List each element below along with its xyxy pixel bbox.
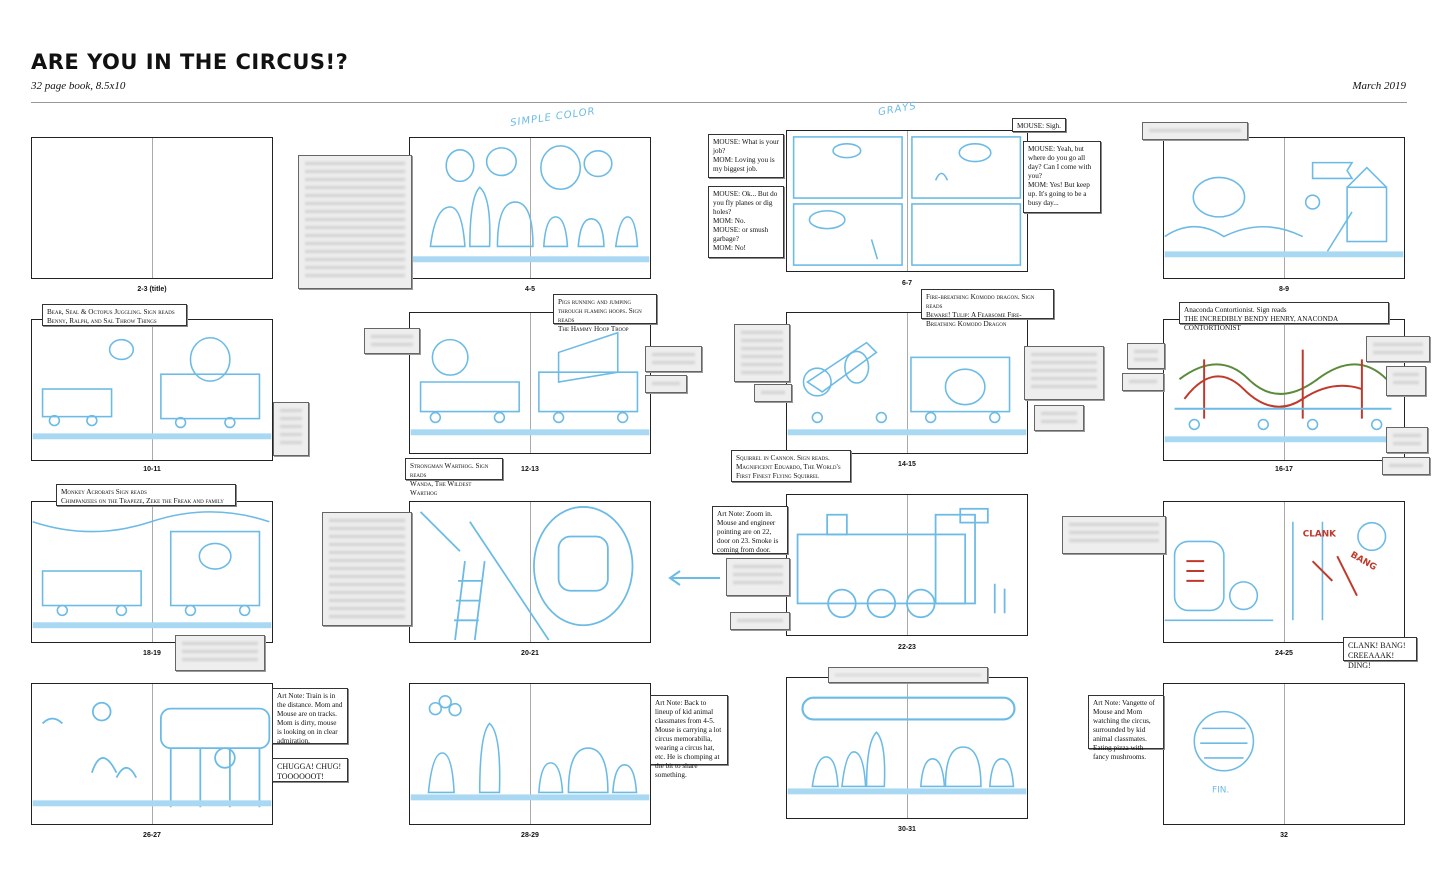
sketch bbox=[32, 336, 272, 440]
page-label: 30-31 bbox=[898, 826, 916, 833]
sketch bbox=[787, 341, 1027, 436]
sketch bbox=[410, 331, 650, 436]
note-train-distance: Art Note: Train is in the distance. Mom … bbox=[272, 688, 348, 745]
page-label: 2-3 (title) bbox=[137, 286, 167, 293]
spread-4-5 bbox=[409, 137, 651, 279]
redacted-note bbox=[273, 402, 309, 456]
note-monkey: Monkey Acrobats Sign reads Chimpanzees o… bbox=[56, 484, 236, 506]
page-label: 8-9 bbox=[1278, 286, 1290, 293]
page-label: 4-5 bbox=[524, 286, 536, 293]
redacted-note bbox=[1127, 343, 1165, 369]
spread-32: FIN. bbox=[1163, 683, 1405, 825]
redacted-note bbox=[298, 155, 412, 289]
redacted-note bbox=[730, 612, 790, 630]
sketch bbox=[1164, 161, 1404, 258]
note-chugga: CHUGGA! CHUG! TOOOOOOT! bbox=[272, 758, 348, 782]
note-mouse-yeah: MOUSE: Yeah, but where do you go all day… bbox=[1023, 141, 1101, 213]
page-label: 22-23 bbox=[898, 644, 916, 651]
sketch bbox=[419, 506, 634, 641]
note-mouse-planes: MOUSE: Ok... But do you fly planes or di… bbox=[708, 186, 784, 258]
spread-20-21 bbox=[409, 501, 651, 643]
redacted-note bbox=[645, 375, 687, 393]
svg-text:CLANK: CLANK bbox=[1303, 530, 1337, 540]
note-anaconda: Anaconda Contortionist. Sign reads THE I… bbox=[1179, 302, 1389, 332]
book-format: 32 page book, 8.5x10 bbox=[31, 80, 126, 92]
spread-8-9 bbox=[1163, 137, 1405, 279]
spread-2-3 bbox=[31, 137, 273, 279]
spread-24-25: CLANK BANG bbox=[1163, 501, 1405, 643]
page-label: 14-15 bbox=[898, 461, 916, 468]
note-mouse-job: MOUSE: What is your job? MOM: Loving you… bbox=[708, 134, 784, 178]
note-lineup: Art Note: Back to lineup of kid animal c… bbox=[650, 695, 728, 779]
svg-text:BANG: BANG bbox=[1349, 550, 1379, 573]
handwritten-simple-color: SIMPLE COLOR bbox=[509, 106, 597, 129]
redacted-note bbox=[645, 346, 702, 372]
page-label: 32 bbox=[1280, 832, 1288, 839]
redacted-note bbox=[1386, 427, 1428, 453]
page-label: 20-21 bbox=[521, 650, 539, 657]
note-juggling: Bear, Seal & Octopus Juggling. Sign read… bbox=[42, 304, 187, 326]
note-squirrel: Squirrel in Cannon. Sign reads. Magnific… bbox=[731, 450, 851, 482]
note-zoom: Art Note: Zoom in. Mouse and engineer po… bbox=[712, 506, 788, 554]
redacted-note bbox=[1382, 457, 1430, 475]
sketch bbox=[32, 511, 272, 629]
sketch bbox=[32, 701, 272, 808]
spread-16-17 bbox=[1163, 319, 1405, 461]
page-label: 24-25 bbox=[1275, 650, 1293, 657]
page-title: ARE YOU IN THE CIRCUS!? bbox=[31, 50, 349, 74]
spread-12-13 bbox=[409, 312, 651, 454]
spread-6-7 bbox=[786, 130, 1028, 272]
spread-26-27 bbox=[31, 683, 273, 825]
spread-30-31 bbox=[786, 677, 1028, 819]
redacted-note bbox=[1386, 366, 1426, 396]
redacted-note bbox=[1034, 405, 1084, 431]
sketch bbox=[410, 145, 650, 263]
redacted-note bbox=[1024, 346, 1104, 400]
date: March 2019 bbox=[1352, 80, 1406, 92]
redacted-note bbox=[322, 512, 412, 626]
page-label: 6-7 bbox=[901, 280, 913, 287]
sketch bbox=[410, 695, 650, 801]
spread-28-29 bbox=[409, 683, 651, 825]
redacted-note bbox=[364, 328, 420, 354]
redacted-note bbox=[754, 384, 792, 402]
page-label: 10-11 bbox=[143, 466, 161, 473]
page-label: 26-27 bbox=[143, 832, 161, 839]
redacted-note bbox=[1122, 373, 1164, 391]
note-pigs: Pigs running and jumping through flaming… bbox=[553, 294, 657, 333]
spread-14-15 bbox=[786, 312, 1028, 454]
redacted-note bbox=[175, 635, 265, 671]
sketch bbox=[792, 136, 1022, 266]
svg-text:FIN.: FIN. bbox=[1212, 785, 1229, 795]
spread-22-23 bbox=[786, 494, 1028, 636]
spread-18-19 bbox=[31, 501, 273, 643]
redacted-note bbox=[828, 667, 988, 683]
note-clank: CLANK! BANG! CREEAAAK! DING! bbox=[1343, 637, 1417, 670]
sketch: CLANK BANG bbox=[1164, 521, 1387, 622]
note-mouse-sigh: MOUSE: Sigh. bbox=[1012, 118, 1066, 132]
spread-10-11 bbox=[31, 319, 273, 461]
redacted-note bbox=[734, 324, 790, 382]
sketch bbox=[796, 507, 1006, 619]
redacted-note bbox=[1366, 336, 1430, 362]
handwritten-grays: GRAYS bbox=[877, 100, 918, 119]
arrow-icon bbox=[668, 570, 720, 586]
sketch bbox=[787, 696, 1027, 795]
sketch: FIN. bbox=[1193, 710, 1255, 795]
page-label: 28-29 bbox=[521, 832, 539, 839]
redacted-note bbox=[1062, 516, 1166, 554]
page-label: 12-13 bbox=[521, 466, 539, 473]
note-strongman: Strongman Warthog. Sign reads Wanda, The… bbox=[405, 458, 503, 497]
sketch bbox=[1164, 349, 1404, 443]
page-label: 18-19 bbox=[143, 650, 161, 657]
header-rule bbox=[31, 102, 1407, 103]
redacted-note bbox=[1142, 122, 1248, 140]
page-label: 16-17 bbox=[1275, 466, 1293, 473]
note-komodo: Fire-breathing Komodo dragon. Sign reads… bbox=[921, 289, 1054, 328]
redacted-note bbox=[726, 558, 790, 596]
note-vignette: Art Note: Vangette of Mouse and Mom watc… bbox=[1088, 695, 1164, 761]
